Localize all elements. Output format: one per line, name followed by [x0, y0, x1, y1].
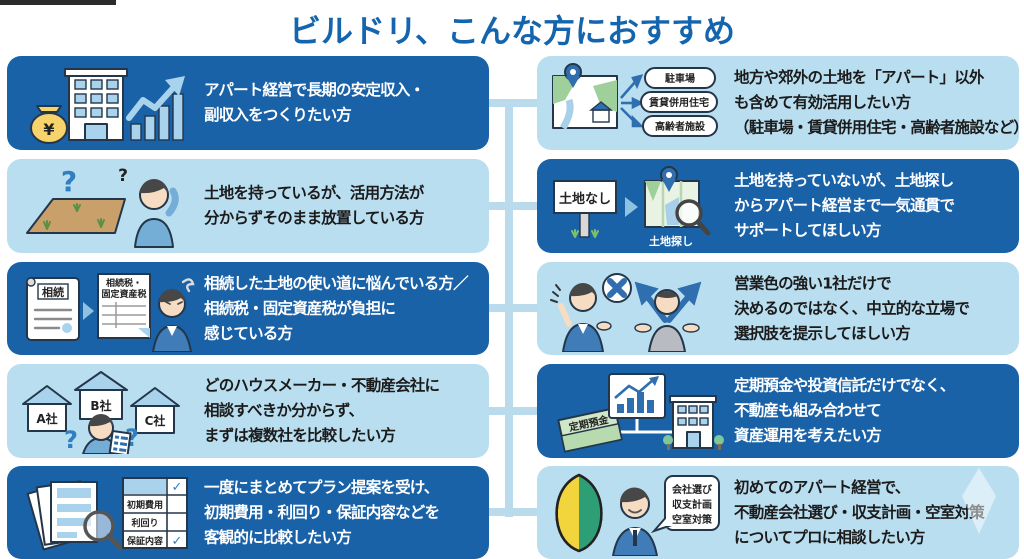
pill-parking: 駐車場 [665, 72, 695, 85]
yen-symbol: ¥ [43, 120, 54, 139]
connector-row2 [489, 202, 537, 210]
land-use-options-illustration: 駐車場 賃貸併用住宅 高齢者施設 [552, 63, 718, 137]
connector-row3 [489, 304, 537, 312]
check-mark-top: ✓ [172, 480, 183, 495]
asset-diversification-illustration: 定期預金 [557, 373, 724, 453]
compare-companies-illustration: A社 B社 C社 ? ? [22, 371, 180, 454]
card-text: 相続した土地の使い道に悩んでいる方／ 相続税・固定資産税が負担に 感じている方 [204, 274, 469, 342]
scroll-down-hint-icon [962, 468, 996, 534]
card-land-search: 土地なし 土地探し 土地を持っていないが、土地探し からアパート経営まで一気通貫… [537, 159, 1019, 253]
tax-doc-line2: 固定資産税 [101, 288, 146, 300]
card-compare-companies: A社 B社 C社 ? ? どのハウスメーカー・不動産会社に 相談すべきか分からず… [7, 364, 489, 458]
card-text: 地方や郊外の土地を「アパート」以外 も含めて有効活用したい方 （駐車場・賃貸併用… [734, 68, 1024, 137]
card-text: 定期預金や投資信託だけでなく、 不動産も組み合わせて 資産運用を考えたい方 [734, 376, 955, 445]
vacant-land-question-illustration: ? ? [26, 165, 179, 248]
tax-doc-line1: 相続税・ [106, 277, 142, 289]
question-mark-left: ? [64, 426, 78, 454]
card-text: アパート経営で長期の安定収入・ 副収入をつくりたい方 [204, 81, 425, 124]
card-unused-land: ? ? 土地を持っているが、活用方法が 分からずそのまま放置している方 [7, 159, 489, 253]
card-text: 一度にまとめてプラン提案を受け、 初期費用・利回り・保証内容などを 客観的に比較… [204, 478, 440, 546]
question-mark-large: ? [61, 165, 77, 198]
money-building-growth-illustration: ¥ [30, 68, 185, 144]
beginner-consultation-illustration: 会社選び 収支計画 空室対策 [555, 473, 720, 556]
card-text: どのハウスメーカー・不動産会社に 相談すべきか分からず、 まずは複数社を比較した… [204, 376, 440, 445]
check-mark-bottom: ✓ [172, 534, 183, 549]
land-search-support-illustration: 土地なし 土地探し [553, 166, 711, 248]
land-search-label: 土地探し [649, 234, 693, 248]
page-title: ビルドリ、こんな方におすすめ [288, 12, 736, 50]
video-ui-remnant [0, 0, 116, 5]
connector-row5 [489, 508, 537, 516]
card-land-use-options: 駐車場 賃貸併用住宅 高齢者施設 地方や郊外の土地を「アパート」以外 も含めて有… [537, 56, 1024, 150]
card-stable-income: ¥ アパート経営で長期の安定収入・ 副収入をつくりたい方 [7, 56, 489, 150]
card-beginner-consultation: 会社選び 収支計画 空室対策 初めてのアパート経営で、 不動産会社選び・収支計画… [537, 466, 1019, 559]
connector-row4 [489, 407, 537, 415]
card-text: 土地を持っているが、活用方法が 分からずそのまま放置している方 [204, 184, 425, 227]
bubble-line-company: 会社選び [672, 483, 712, 496]
card-text: 土地を持っていないが、土地探し からアパート経営まで一気通貫で サポートしてほし… [734, 171, 955, 240]
neutral-options-illustration [550, 273, 702, 352]
card-text: 営業色の強い1社だけで 決めるのではなく、中立的な立場で 選択肢を提示してほしい… [734, 274, 970, 342]
check-row-yield: 利回り [130, 517, 158, 529]
pill-senior-facility: 高齢者施設 [655, 120, 706, 133]
plan-comparison-illustration: 初期費用 利回り 保証内容 ✓ ✓ [26, 477, 188, 551]
house-c-label: C社 [145, 413, 166, 428]
card-neutral-options: 営業色の強い1社だけで 決めるのではなく、中立的な立場で 選択肢を提示してほしい… [537, 262, 1019, 355]
connector-row1 [489, 99, 537, 107]
card-asset-diversification: 定期預金 定期預金や投資信託だけでなく、 不動産も組み合わせて 資産運用を考えた… [537, 364, 1019, 458]
inheritance-tax-illustration: 相続 相続税・ 固定資産税 [26, 273, 195, 352]
house-a-label: A社 [36, 411, 57, 426]
house-b-label: B社 [90, 398, 111, 413]
card-inheritance: 相続 相続税・ 固定資産税 相続した土地の使い道に悩んでいる方／ 相続税・固定資… [7, 262, 489, 355]
card-text: 初めてのアパート経営で、 不動産会社選び・収支計画・空室対策 についてプロに相談… [734, 478, 985, 546]
bubble-line-vacancy: 空室対策 [672, 513, 713, 526]
question-mark-small: ? [118, 166, 128, 186]
no-land-sign: 土地なし [559, 191, 611, 207]
deed-label: 相続 [42, 285, 64, 299]
check-row-initial-cost: 初期費用 [127, 499, 163, 511]
card-plan-comparison: 初期費用 利回り 保証内容 ✓ ✓ 一度にまとめてプラン提案を受け、 初期費用・… [7, 466, 489, 559]
check-row-guarantee: 保証内容 [126, 535, 163, 547]
bubble-line-plan: 収支計画 [672, 498, 712, 511]
pill-rental-combined: 賃貸併用住宅 [648, 96, 709, 109]
